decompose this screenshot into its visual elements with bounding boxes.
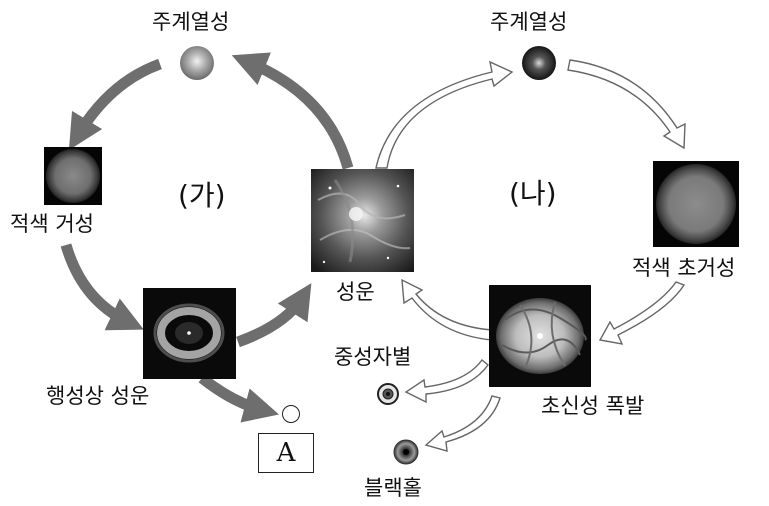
arrow-supernova-to-blackhole: [424, 395, 501, 452]
arrow-nebula-to-ms: [231, 52, 354, 170]
arrow-redgiant-to-planetary: [60, 243, 144, 331]
supernova-image: [489, 285, 591, 387]
neutron-star-icon: [377, 383, 399, 405]
planetary-nebula-image: [143, 288, 236, 379]
black-hole-icon: [393, 439, 419, 465]
main-sequence-star-right: [522, 46, 556, 80]
label-main-sequence-right: 주계열성: [490, 10, 568, 34]
arrow-supernova-to-nebula: [401, 278, 493, 341]
label-main-sequence-left: 주계열성: [152, 10, 230, 34]
label-planetary-nebula: 행성상 성운: [46, 384, 150, 408]
arrow-ms-to-redgiant: [68, 58, 162, 151]
cycle-na-arrows: [375, 59, 686, 452]
label-red-giant: 적색 거성: [10, 212, 94, 236]
label-supernova: 초신성 폭발: [541, 394, 645, 418]
red-supergiant-image: [653, 161, 739, 247]
blank-circle-marker: [282, 405, 300, 423]
group-label-ga: (가): [178, 179, 226, 212]
cycle-ga-arrows: [60, 52, 354, 423]
label-nebula: 성운: [336, 280, 375, 304]
answer-box-a: A: [258, 433, 314, 473]
nebula-image: [311, 169, 414, 272]
arrow-planetary-to-a: [198, 373, 280, 423]
arrow-planetary-to-nebula: [236, 283, 312, 348]
arrow-supergiant-to-supernova: [598, 281, 686, 345]
main-sequence-star-left: [180, 46, 214, 80]
arrow-supernova-to-neutronstar: [404, 358, 489, 404]
red-giant-image: [44, 147, 102, 205]
label-black-hole: 블랙홀: [364, 476, 422, 500]
arrow-nebula-to-ms-right: [375, 60, 514, 169]
group-label-na: (나): [509, 177, 557, 210]
label-red-supergiant: 적색 초거성: [632, 256, 736, 280]
label-neutron-star: 중성자별: [334, 345, 412, 369]
arrow-ms-right-to-supergiant: [567, 59, 686, 150]
